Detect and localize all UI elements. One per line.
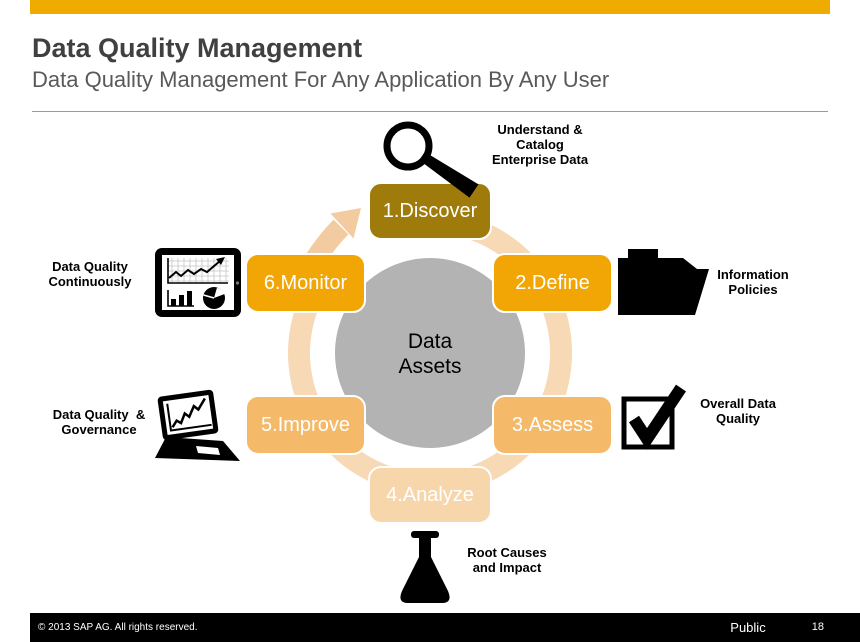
step-3-assess: 3.Assess: [492, 395, 613, 455]
header-divider: [32, 111, 828, 112]
footer-classification: Public: [730, 620, 766, 635]
cycle-arrowhead: [330, 208, 361, 239]
tablet-chart-icon: [155, 248, 241, 317]
caption-discover: Understand & Catalog Enterprise Data: [491, 122, 589, 167]
step-5-improve: 5.Improve: [245, 395, 366, 455]
footer-page-number: 18: [811, 621, 824, 633]
page-subtitle: Data Quality Management For Any Applicat…: [32, 67, 610, 92]
footer-bar: © 2013 SAP AG. All rights reserved. Publ…: [30, 613, 860, 642]
caption-define: Information Policies: [717, 267, 789, 297]
step-2-define: 2.Define: [492, 253, 613, 313]
caption-monitor: Data Quality Continuously: [48, 259, 132, 289]
footer-copyright: © 2013 SAP AG. All rights reserved.: [38, 622, 198, 633]
flask-icon: [400, 531, 450, 603]
folder-icon: [618, 249, 709, 315]
page-title: Data Quality Management: [32, 33, 363, 63]
center-label-line2: Assets: [398, 355, 462, 378]
step-1-discover: 1.Discover: [368, 182, 492, 240]
caption-assess: Overall Data Quality: [700, 396, 776, 426]
checkbox-icon: [621, 384, 686, 450]
center-circle: [335, 258, 525, 448]
magnifier-icon: [383, 121, 479, 198]
center-label-line1: Data: [407, 330, 453, 353]
laptop-chart-icon: [155, 389, 240, 461]
center-label: Data Assets: [360, 329, 500, 379]
caption-analyze: Root Causes and Impact: [467, 545, 547, 575]
caption-improve: Data Quality & Governance: [52, 407, 146, 437]
step-4-analyze: 4.Analyze: [368, 466, 492, 524]
brand-bar: [30, 0, 830, 14]
step-6-monitor: 6.Monitor: [245, 253, 366, 313]
